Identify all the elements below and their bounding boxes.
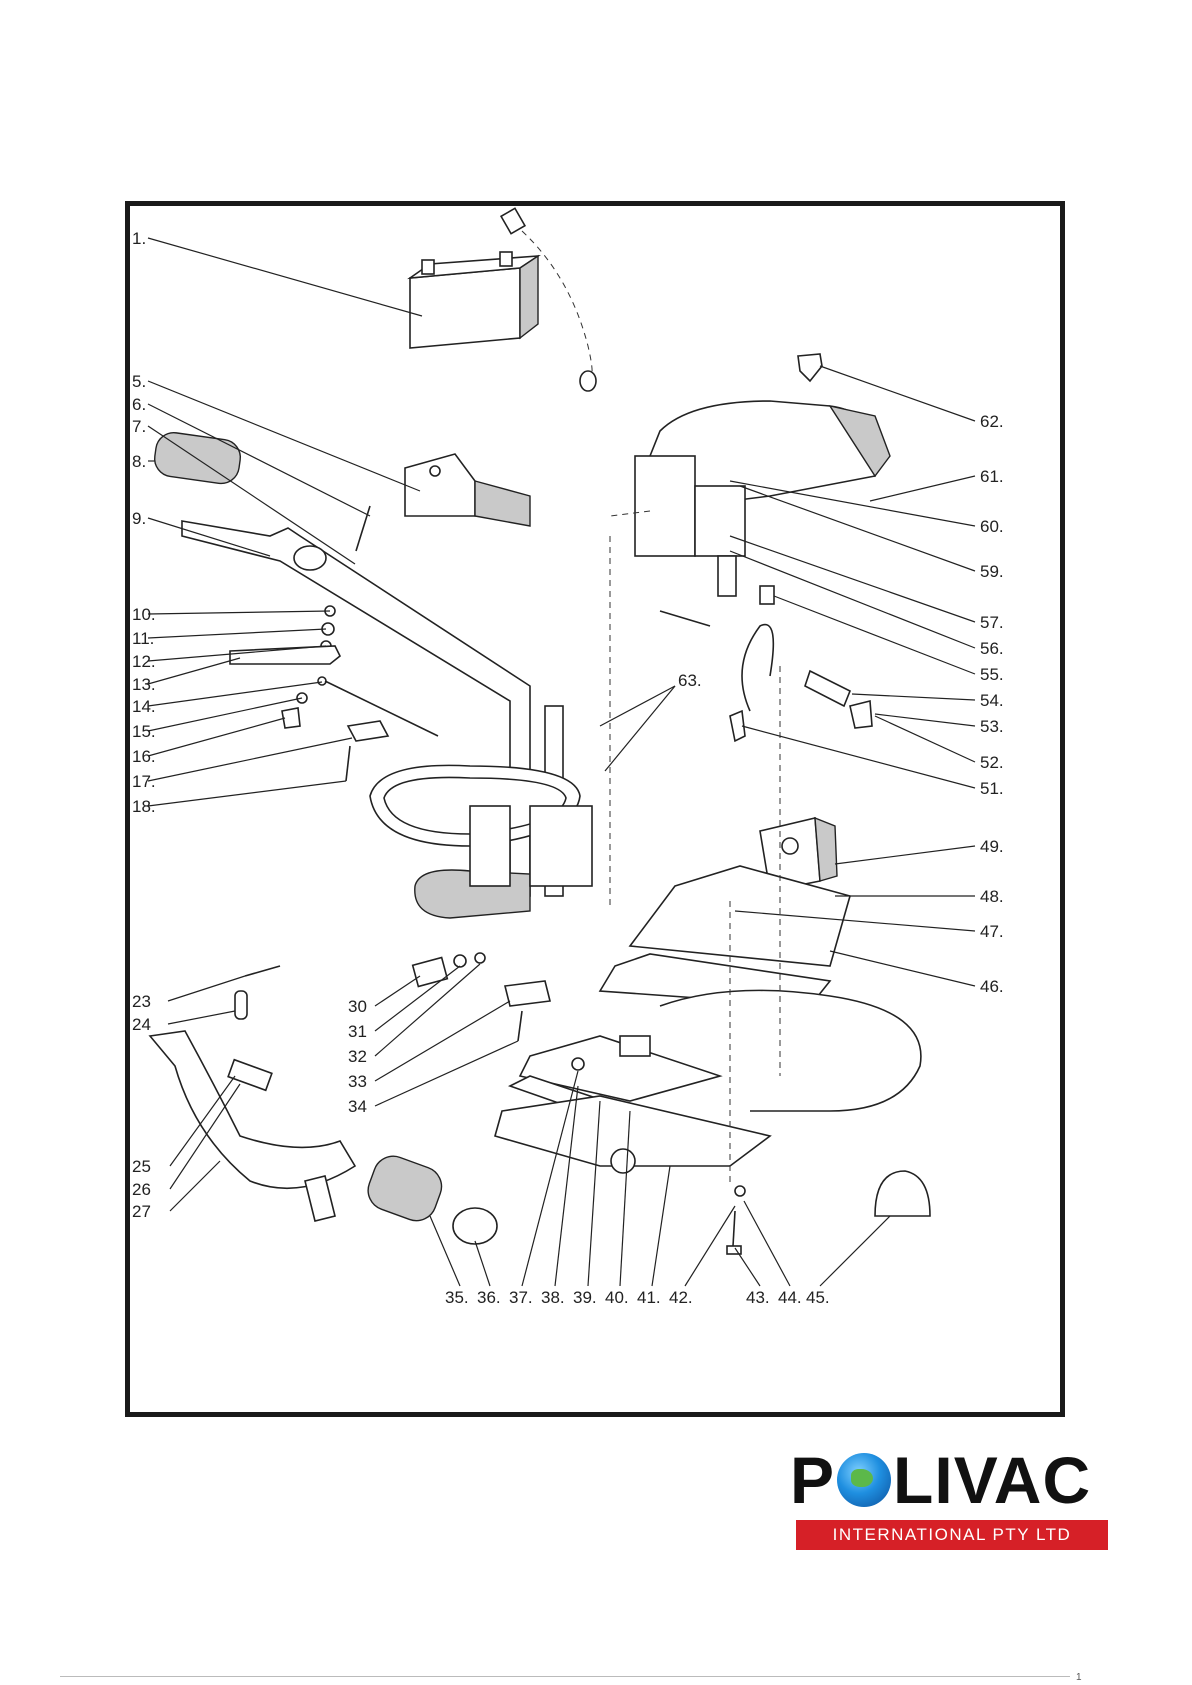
logo-letters-li: LI xyxy=(893,1443,954,1517)
label-15: 15. xyxy=(132,722,156,741)
label-26: 26 xyxy=(132,1180,151,1199)
label-5: 5. xyxy=(132,372,146,391)
label-16: 16. xyxy=(132,747,156,766)
label-25: 25 xyxy=(132,1157,151,1176)
label-44: 44. xyxy=(778,1288,802,1307)
label-38: 38. xyxy=(541,1288,565,1307)
label-55: 55. xyxy=(980,665,1004,684)
label-13: 13. xyxy=(132,675,156,694)
label-56: 56. xyxy=(980,639,1004,658)
label-63: 63. xyxy=(678,671,702,690)
label-60: 60. xyxy=(980,517,1004,536)
label-51: 51. xyxy=(980,779,1004,798)
exploded-parts-diagram: 1. 5. 6. 7. 8. 9. 10. 11. 12. 13. 14. 15… xyxy=(130,206,1060,1412)
logo-wordmark: P LIVAC xyxy=(790,1444,1091,1516)
label-30: 30 xyxy=(348,997,367,1016)
label-6: 6. xyxy=(132,395,146,414)
logo-letter-p: P xyxy=(790,1443,835,1517)
label-57: 57. xyxy=(980,613,1004,632)
label-59: 59. xyxy=(980,562,1004,581)
label-31: 31 xyxy=(348,1022,367,1041)
label-42: 42. xyxy=(669,1288,693,1307)
logo-subtitle: INTERNATIONAL PTY LTD xyxy=(796,1520,1108,1550)
diagram-frame: 1. 5. 6. 7. 8. 9. 10. 11. 12. 13. 14. 15… xyxy=(125,201,1065,1417)
label-17: 17. xyxy=(132,772,156,791)
label-41: 41. xyxy=(637,1288,661,1307)
label-48: 48. xyxy=(980,887,1004,906)
label-10: 10. xyxy=(132,605,156,624)
label-47: 47. xyxy=(980,922,1004,941)
label-8: 8. xyxy=(132,452,146,471)
label-53: 53. xyxy=(980,717,1004,736)
label-18: 18. xyxy=(132,797,156,816)
label-61: 61. xyxy=(980,467,1004,486)
label-32: 32 xyxy=(348,1047,367,1066)
label-24: 24 xyxy=(132,1015,151,1034)
label-46: 46. xyxy=(980,977,1004,996)
label-1: 1. xyxy=(132,229,146,248)
part-motor-housing xyxy=(635,354,890,604)
label-45: 45. xyxy=(806,1288,830,1307)
label-62: 62. xyxy=(980,412,1004,431)
part-foot xyxy=(875,1171,930,1216)
label-9: 9. xyxy=(132,509,146,528)
label-12: 12. xyxy=(132,652,156,671)
part-suction-hose xyxy=(150,966,497,1244)
page-bottom-rule xyxy=(60,1676,1070,1677)
label-34: 34 xyxy=(348,1097,367,1116)
label-52: 52. xyxy=(980,753,1004,772)
label-23: 23 xyxy=(132,992,151,1011)
label-33: 33 xyxy=(348,1072,367,1091)
globe-icon xyxy=(837,1453,891,1507)
polivac-logo: P LIVAC INTERNATIONAL PTY LTD xyxy=(790,1444,1110,1552)
part-battery xyxy=(410,252,538,348)
label-37: 37. xyxy=(509,1288,533,1307)
part-bracket xyxy=(405,454,530,526)
part-mount-hardware xyxy=(413,953,550,1041)
label-36: 36. xyxy=(477,1288,501,1307)
label-39: 39. xyxy=(573,1288,597,1307)
part-clamp xyxy=(346,721,388,781)
part-filter-plates xyxy=(600,866,850,1006)
label-27: 27 xyxy=(132,1202,151,1221)
label-35: 35. xyxy=(445,1288,469,1307)
label-11: 11. xyxy=(132,629,154,648)
part-grip xyxy=(152,430,242,485)
label-40: 40. xyxy=(605,1288,629,1307)
logo-letters-vac: VAC xyxy=(954,1443,1091,1517)
label-7: 7. xyxy=(132,417,146,436)
label-54: 54. xyxy=(980,691,1004,710)
label-14: 14. xyxy=(132,697,156,716)
label-49: 49. xyxy=(980,837,1004,856)
page-number: 1 xyxy=(1076,1672,1082,1683)
part-base-fasteners xyxy=(727,1186,745,1254)
label-43: 43. xyxy=(746,1288,770,1307)
